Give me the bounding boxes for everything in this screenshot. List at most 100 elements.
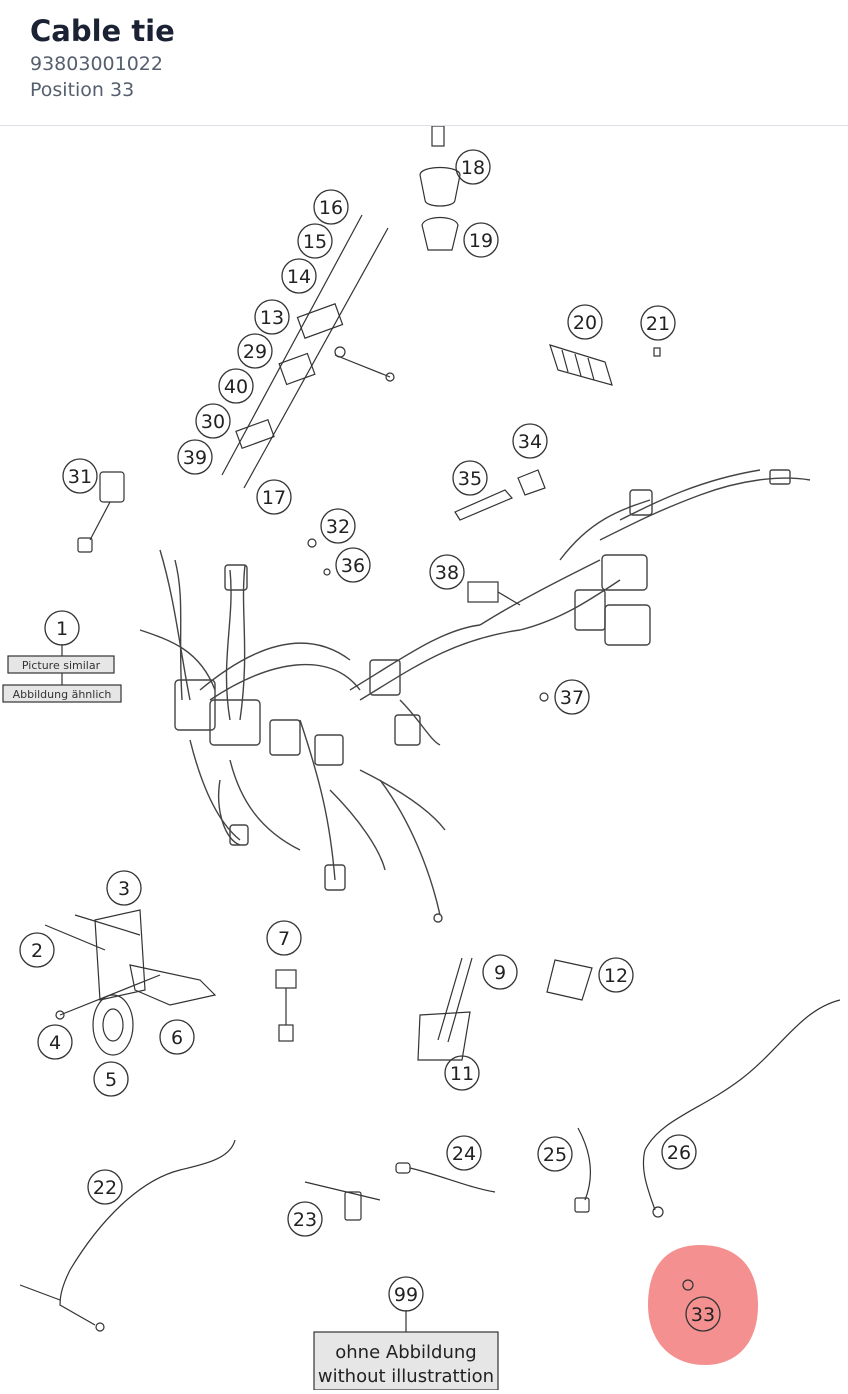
callout-circle <box>256 479 292 515</box>
callout-32[interactable]: 32 <box>320 508 356 544</box>
callout-18[interactable]: 18 <box>455 149 491 185</box>
callout-5[interactable]: 5 <box>93 1061 129 1097</box>
callout-circle <box>455 149 491 185</box>
callout-label: 16 <box>319 197 343 219</box>
callout-label: 99 <box>394 1284 418 1306</box>
horn-bracket-assembly <box>44 909 217 1056</box>
note-picture-similar: Picture similar Abbildung ähnlich <box>2 644 122 703</box>
callout-7[interactable]: 7 <box>266 920 302 956</box>
note-ohne-abbildung-text: ohne Abbildung <box>335 1342 476 1363</box>
callout-14[interactable]: 14 <box>281 258 317 294</box>
callout-circle <box>159 1019 195 1055</box>
callout-35[interactable]: 35 <box>452 460 488 496</box>
callout-34[interactable]: 34 <box>512 423 548 459</box>
callout-39[interactable]: 39 <box>177 439 213 475</box>
callout-label: 18 <box>461 157 485 179</box>
exploded-parts-diagram: Picture similar Abbildung ähnlich ohne A… <box>0 125 848 1391</box>
callout-label: 25 <box>543 1144 567 1166</box>
callout-label: 21 <box>646 313 670 335</box>
callout-label: 23 <box>293 1209 317 1231</box>
callout-24[interactable]: 24 <box>446 1135 482 1171</box>
callout-circle <box>266 920 302 956</box>
callout-13[interactable]: 13 <box>254 299 290 335</box>
callout-label: 9 <box>494 962 506 984</box>
callout-9[interactable]: 9 <box>482 954 518 990</box>
callout-circle <box>444 1055 480 1091</box>
note-abbildung-aehnlich-text: Abbildung ähnlich <box>13 688 112 701</box>
callout-40[interactable]: 40 <box>218 368 254 404</box>
part-title: Cable tie <box>30 14 175 48</box>
callout-label: 34 <box>518 431 542 453</box>
callout-circle <box>44 610 80 646</box>
callout-circle <box>482 954 518 990</box>
callout-2[interactable]: 2 <box>19 932 55 968</box>
callout-circle <box>537 1136 573 1172</box>
callout-25[interactable]: 25 <box>537 1136 573 1172</box>
callout-circle <box>254 299 290 335</box>
callout-37[interactable]: 37 <box>554 679 590 715</box>
callout-19[interactable]: 19 <box>463 222 499 258</box>
callout-6[interactable]: 6 <box>159 1019 195 1055</box>
callout-15[interactable]: 15 <box>297 223 333 259</box>
callout-label: 5 <box>105 1069 117 1091</box>
fuse-box-20 <box>549 344 661 386</box>
callout-label: 26 <box>667 1142 691 1164</box>
callout-21[interactable]: 21 <box>640 305 676 341</box>
callout-circle <box>661 1134 697 1170</box>
callout-4[interactable]: 4 <box>37 1024 73 1060</box>
callout-label: 31 <box>68 466 92 488</box>
callout-38[interactable]: 38 <box>429 554 465 590</box>
callout-circle <box>320 508 356 544</box>
callout-30[interactable]: 30 <box>195 403 231 439</box>
callout-label: 2 <box>31 940 43 962</box>
position-label: Position 33 <box>30 79 135 101</box>
callout-label: 1 <box>56 618 68 640</box>
cable-23 <box>304 1181 381 1221</box>
callout-label: 20 <box>573 312 597 334</box>
callout-circle <box>177 439 213 475</box>
callout-20[interactable]: 20 <box>567 304 603 340</box>
callout-label: 35 <box>458 468 482 490</box>
callout-12[interactable]: 12 <box>598 957 634 993</box>
callout-label: 12 <box>604 965 628 987</box>
bracket-bolt-assembly <box>221 214 395 489</box>
callout-label: 24 <box>452 1143 476 1165</box>
callout-label: 4 <box>49 1032 61 1054</box>
cable-9-11 <box>417 957 473 1061</box>
callout-11[interactable]: 11 <box>444 1055 480 1091</box>
callout-29[interactable]: 29 <box>237 333 273 369</box>
note-picture-similar-text: Picture similar <box>22 659 101 672</box>
callout-36[interactable]: 36 <box>335 547 371 583</box>
callout-23[interactable]: 23 <box>287 1201 323 1237</box>
callout-3[interactable]: 3 <box>106 870 142 906</box>
callout-circle <box>335 547 371 583</box>
callout-99[interactable]: 99 <box>388 1276 424 1312</box>
callout-label: 7 <box>278 928 290 950</box>
callout-label: 19 <box>469 230 493 252</box>
callout-label: 3 <box>118 878 130 900</box>
note-without-illustration: ohne Abbildung without illustrattion <box>313 1310 499 1391</box>
callout-circle <box>429 554 465 590</box>
callout-label: 22 <box>93 1177 117 1199</box>
selected-part-highlight <box>648 1245 758 1365</box>
callout-circle <box>106 870 142 906</box>
callout-circle <box>93 1061 129 1097</box>
connector-7 <box>275 969 297 1042</box>
cable-26 <box>642 999 841 1218</box>
callout-31[interactable]: 31 <box>62 458 98 494</box>
callout-33[interactable]: 33 <box>685 1296 721 1332</box>
callout-1[interactable]: 1 <box>44 610 80 646</box>
callout-16[interactable]: 16 <box>313 189 349 225</box>
callout-26[interactable]: 26 <box>661 1134 697 1170</box>
callout-label: 11 <box>450 1063 474 1085</box>
callout-label: 32 <box>326 516 350 538</box>
callout-label: 14 <box>287 266 311 288</box>
callout-label: 30 <box>201 411 225 433</box>
callout-circle <box>297 223 333 259</box>
callout-17[interactable]: 17 <box>256 479 292 515</box>
connector-18-19 <box>419 125 461 251</box>
small-parts <box>307 469 549 702</box>
callout-22[interactable]: 22 <box>87 1169 123 1205</box>
callout-circle <box>37 1024 73 1060</box>
callout-circle <box>554 679 590 715</box>
